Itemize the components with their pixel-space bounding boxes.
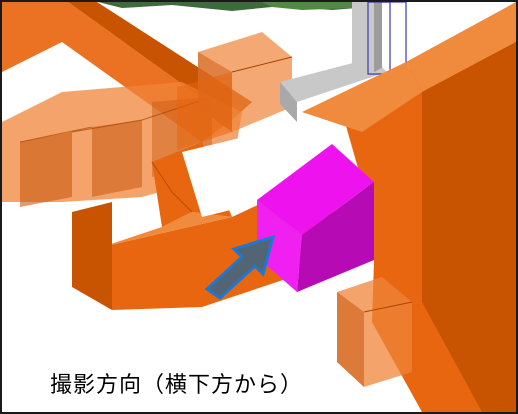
target-box [257, 144, 374, 292]
upper-box-cluster [177, 32, 293, 150]
duct-opening [182, 132, 280, 217]
shooting-direction-caption: 撮影方向（横下方から） [50, 373, 304, 398]
foliage-strip [98, 2, 382, 11]
lower-right-box [337, 277, 413, 387]
camera-direction-arrow-icon [204, 234, 276, 300]
